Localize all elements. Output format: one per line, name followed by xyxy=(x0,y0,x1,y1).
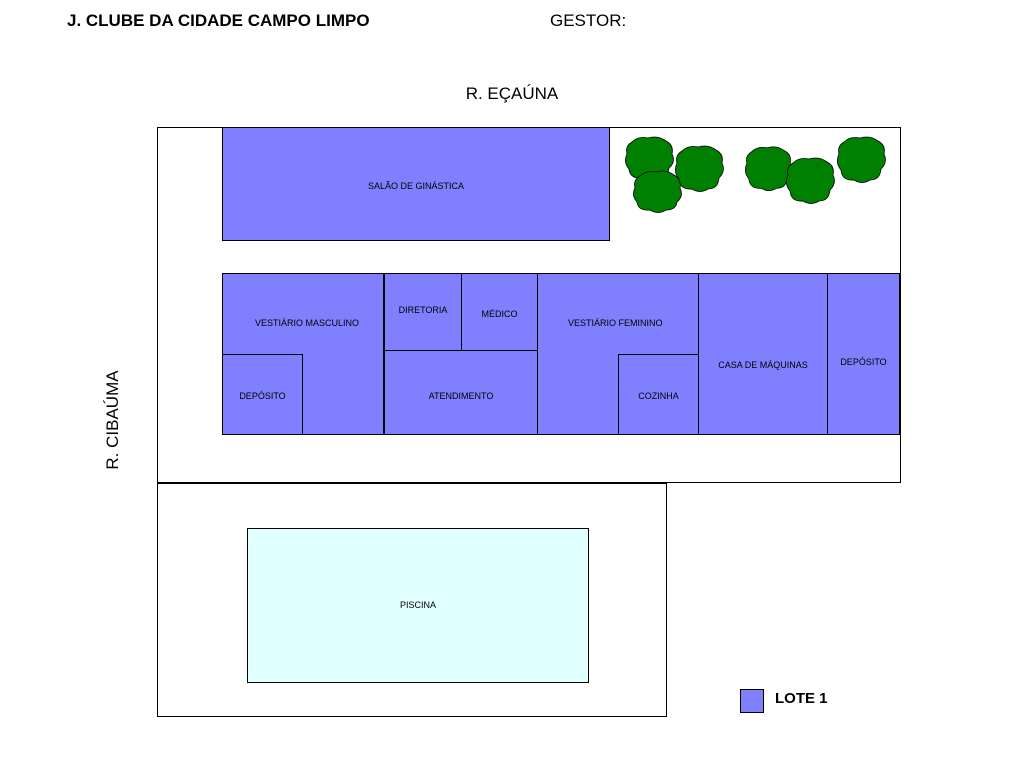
room-storage-right: DEPÓSITO xyxy=(827,273,900,435)
room-board-label: DIRETORIA xyxy=(398,305,448,315)
room-gym: SALÃO DE GINÁSTICA xyxy=(222,127,610,241)
page-title: J. CLUBE DA CIDADE CAMPO LIMPO xyxy=(67,11,370,30)
room-mens-locker-label: VESTIÁRIO MASCULINO xyxy=(255,318,360,328)
room-womens-locker-label: VESTIÁRIO FEMININO xyxy=(568,318,663,328)
tree-icon xyxy=(837,136,886,183)
room-pool: PISCINA xyxy=(247,528,589,683)
street-label-left: R. CIBAÚMA xyxy=(103,370,122,470)
room-reception: ATENDIMENTO xyxy=(384,350,538,435)
room-machine: CASA DE MÁQUINAS xyxy=(698,273,828,435)
room-storage-left-label: DEPÓSITO xyxy=(239,391,286,401)
tree-icon xyxy=(744,146,792,192)
tree-icon xyxy=(786,157,835,204)
room-medical: MÉDICO xyxy=(461,273,538,351)
room-medical-label: MÉDICO xyxy=(481,309,518,319)
room-machine-label: CASA DE MÁQUINAS xyxy=(718,360,808,370)
tree-icon xyxy=(633,170,682,213)
room-gym-label: SALÃO DE GINÁSTICA xyxy=(367,181,465,191)
room-kitchen-label: COZINHA xyxy=(638,391,679,401)
room-pool-label: PISCINA xyxy=(399,600,436,610)
tree-icon xyxy=(675,145,724,192)
legend-label: LOTE 1 xyxy=(775,690,828,707)
manager-label: GESTOR: xyxy=(550,11,627,30)
room-board: DIRETORIA xyxy=(384,273,462,351)
street-label-top: R. EÇAÚNA xyxy=(465,84,559,103)
room-kitchen: COZINHA xyxy=(618,354,699,435)
legend-swatch xyxy=(740,689,764,713)
room-reception-label: ATENDIMENTO xyxy=(428,391,494,401)
room-storage-right-label: DEPÓSITO xyxy=(840,357,887,367)
room-storage-left: DEPÓSITO xyxy=(222,354,303,435)
